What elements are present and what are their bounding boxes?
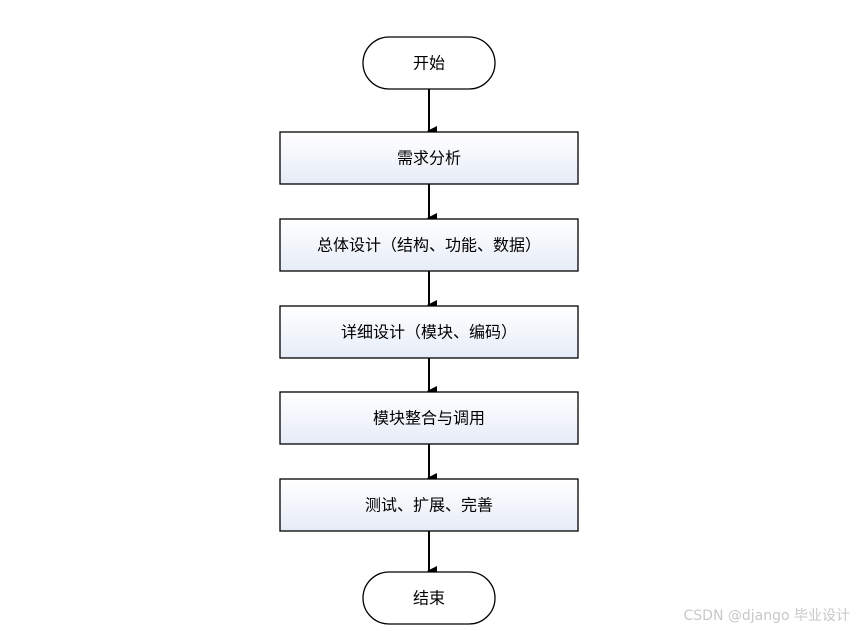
node-label: 模块整合与调用: [373, 409, 485, 428]
node-end: 结束: [362, 571, 496, 625]
node-start: 开始: [362, 36, 496, 90]
process-box: [279, 478, 579, 532]
node-overall-design: 总体设计（结构、功能、数据）: [279, 218, 579, 272]
terminal-shape: [362, 571, 496, 625]
node-label: 开始: [413, 54, 445, 73]
process-box: [279, 218, 579, 272]
node-label: 需求分析: [397, 149, 461, 168]
node-requirements: 需求分析: [279, 131, 579, 185]
node-label: 详细设计（模块、编码）: [341, 323, 517, 342]
process-box: [279, 391, 579, 445]
process-box: [279, 305, 579, 359]
node-integration: 模块整合与调用: [279, 391, 579, 445]
node-label: 总体设计（结构、功能、数据）: [317, 236, 541, 255]
node-label: 测试、扩展、完善: [365, 496, 493, 515]
node-detailed-design: 详细设计（模块、编码）: [279, 305, 579, 359]
node-label: 结束: [413, 589, 445, 608]
terminal-shape: [362, 36, 496, 90]
node-testing: 测试、扩展、完善: [279, 478, 579, 532]
process-box: [279, 131, 579, 185]
watermark: CSDN @django 毕业设计: [683, 608, 851, 624]
